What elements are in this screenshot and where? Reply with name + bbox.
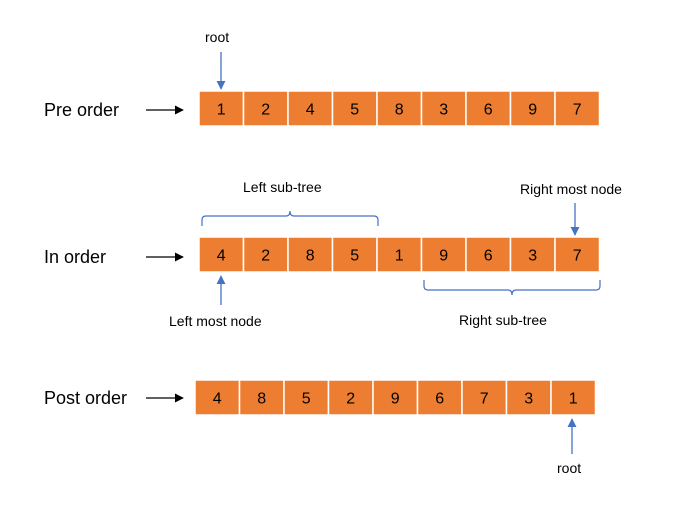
post-order-cell-value: 8 xyxy=(257,391,266,408)
post-order-cell xyxy=(550,379,597,416)
in-order-cell-value: 7 xyxy=(573,248,582,265)
pre-order-cell-value: 4 xyxy=(306,102,315,119)
right-subtree-brace xyxy=(423,280,601,296)
post-order-cell-value: 3 xyxy=(524,391,533,408)
in-order-cell-value: 2 xyxy=(261,248,270,265)
pre-order-cell-value: 9 xyxy=(528,102,537,119)
post-order-cell-value: 6 xyxy=(435,391,444,408)
post-order-cell-value: 7 xyxy=(480,391,489,408)
left-subtree-brace xyxy=(201,210,379,226)
in-order-cell xyxy=(420,236,467,273)
in-order-cell xyxy=(198,236,245,273)
post-order-cell xyxy=(505,379,552,416)
left-most-node-label: Left most node xyxy=(169,313,262,329)
pre-order-cell-value: 5 xyxy=(350,102,359,119)
right-most-node-label: Right most node xyxy=(520,181,622,197)
pre-order-cell xyxy=(554,90,601,127)
in-order-cell-value: 1 xyxy=(395,248,404,265)
pre-order-cell-value: 6 xyxy=(484,102,493,119)
in-order-cell-value: 9 xyxy=(439,248,448,265)
pre-order-cell-value: 7 xyxy=(573,102,582,119)
in-order-cells: 4 2 8 5 1 9 6 3 7 xyxy=(198,236,601,273)
post-order-cell-value: 2 xyxy=(346,391,355,408)
in-order-cell-value: 8 xyxy=(306,248,315,265)
pre-order-cell-value: 1 xyxy=(217,102,226,119)
in-order-cell-value: 5 xyxy=(350,248,359,265)
pre-order-label: Pre order xyxy=(44,100,119,120)
right-subtree-label: Right sub-tree xyxy=(459,312,547,328)
in-order-cell-value: 4 xyxy=(217,248,226,265)
pre-root-label: root xyxy=(205,29,229,45)
post-order-cell-value: 4 xyxy=(213,391,222,408)
post-order-cell-value: 1 xyxy=(569,391,578,408)
post-root-label: root xyxy=(557,460,581,476)
in-order-cell xyxy=(465,236,512,273)
post-order-cell xyxy=(372,379,419,416)
in-order-cell xyxy=(242,236,289,273)
in-order-label: In order xyxy=(44,247,106,267)
pre-order-cells: 1 2 4 5 8 3 6 9 7 xyxy=(198,90,601,127)
pre-order-cell-value: 3 xyxy=(439,102,448,119)
in-order-cell-value: 6 xyxy=(484,248,493,265)
pre-order-cell-value: 8 xyxy=(395,102,404,119)
post-order-cell-value: 9 xyxy=(391,391,400,408)
post-order-cell-value: 5 xyxy=(302,391,311,408)
pre-order-cell xyxy=(287,90,334,127)
in-order-cell xyxy=(376,236,423,273)
in-order-cell-value: 3 xyxy=(528,248,537,265)
pre-order-cell-value: 2 xyxy=(261,102,270,119)
pre-order-cell xyxy=(242,90,289,127)
in-order-cell xyxy=(287,236,334,273)
post-order-cell xyxy=(416,379,463,416)
post-order-cells: 4 8 5 2 9 6 7 3 1 xyxy=(194,379,597,416)
post-order-label: Post order xyxy=(44,388,127,408)
in-order-cell xyxy=(331,236,378,273)
left-subtree-label: Left sub-tree xyxy=(243,179,322,195)
in-order-cell xyxy=(509,236,556,273)
in-order-cell xyxy=(554,236,601,273)
